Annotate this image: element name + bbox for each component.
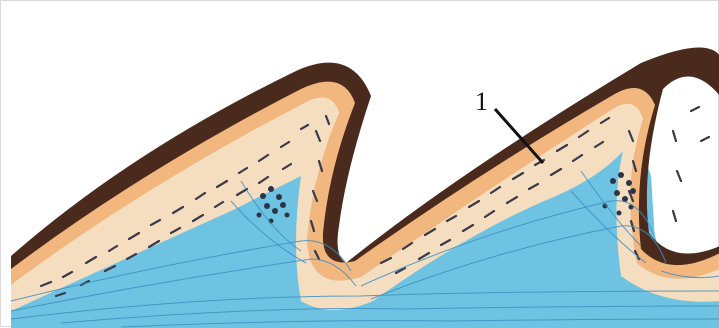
callout-label-1: 1 (475, 87, 488, 116)
